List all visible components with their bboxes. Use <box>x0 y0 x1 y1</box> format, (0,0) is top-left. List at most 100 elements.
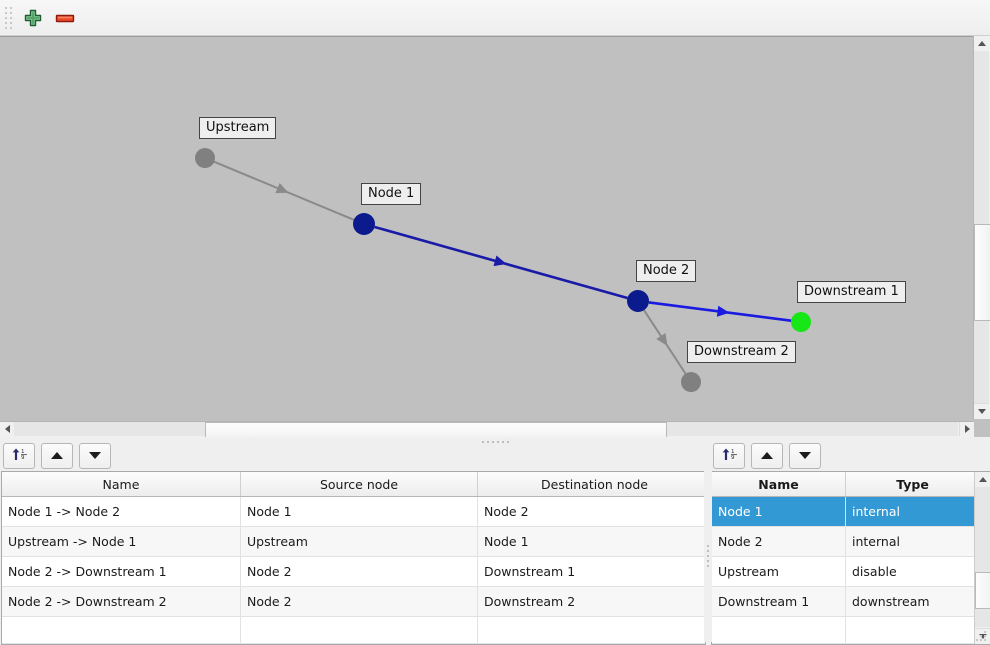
toolbar-drag-handle[interactable] <box>3 6 13 30</box>
table-cell[interactable]: Upstream -> Node 1 <box>2 526 241 557</box>
triangle-down-icon <box>977 409 986 414</box>
table-cell <box>477 616 705 644</box>
graph-node-label-node1[interactable]: Node 1 <box>361 183 422 205</box>
table-cell[interactable]: Node 1 <box>477 526 705 557</box>
triangle-right-icon <box>964 425 970 433</box>
plus-icon <box>23 8 43 28</box>
column-header[interactable]: Name <box>2 472 241 497</box>
scroll-down-arrow[interactable] <box>974 403 989 419</box>
triangle-up-icon <box>978 477 987 482</box>
horizontal-splitter[interactable] <box>0 437 990 447</box>
move-up-button[interactable] <box>41 443 73 469</box>
column-header[interactable]: Destination node <box>477 472 705 497</box>
graph-edge-arrowhead <box>716 305 730 317</box>
table-cell[interactable]: Node 2 <box>712 526 846 557</box>
table-cell[interactable]: internal <box>845 526 974 557</box>
graph-node-downstream2[interactable] <box>681 372 701 392</box>
nodes-table-vertical-scrollbar[interactable] <box>974 472 990 644</box>
triangle-down-icon <box>87 447 103 466</box>
scroll-up-arrow[interactable] <box>974 36 989 52</box>
triangle-down-icon <box>797 447 813 466</box>
graph-edge-arrowhead <box>275 183 289 194</box>
graph-node-node2[interactable] <box>627 290 649 312</box>
graph-node-downstream1[interactable] <box>791 312 811 332</box>
window-resize-grip[interactable] <box>976 631 988 643</box>
table-cell[interactable]: Node 1 -> Node 2 <box>2 496 241 527</box>
graph-node-upstream[interactable] <box>195 148 215 168</box>
scroll-thumb[interactable] <box>974 224 990 321</box>
graph-vertical-scrollbar[interactable] <box>973 36 990 419</box>
minus-icon <box>53 8 77 28</box>
table-cell[interactable]: Upstream <box>712 556 846 587</box>
move-down-button[interactable] <box>79 443 111 469</box>
table-row-empty <box>712 616 974 644</box>
table-cell <box>2 616 241 644</box>
move-up-button[interactable] <box>751 443 783 469</box>
triangle-up-icon <box>49 447 65 466</box>
table-cell[interactable]: Node 2 -> Downstream 2 <box>2 586 241 617</box>
table-cell[interactable]: internal <box>845 496 974 527</box>
table-cell[interactable]: Node 2 -> Downstream 1 <box>2 556 241 587</box>
table-cell[interactable]: Node 2 <box>240 586 478 617</box>
table-cell[interactable]: Node 1 <box>712 496 846 527</box>
table-cell[interactable]: Node 2 <box>477 496 705 527</box>
graph-horizontal-scrollbar[interactable] <box>0 421 974 438</box>
graph-node-label-upstream[interactable]: Upstream <box>199 117 277 139</box>
table-cell[interactable]: Downstream 1 <box>712 586 846 617</box>
table-cell[interactable]: Node 1 <box>240 496 478 527</box>
move-down-button[interactable] <box>789 443 821 469</box>
table-cell[interactable]: Upstream <box>240 526 478 557</box>
table-cell[interactable]: Node 2 <box>240 556 478 587</box>
column-header[interactable]: Name <box>712 472 846 497</box>
add-button[interactable] <box>17 3 49 33</box>
vertical-splitter[interactable] <box>704 470 712 642</box>
scroll-thumb[interactable] <box>975 572 990 609</box>
svg-text:9: 9 <box>731 455 735 461</box>
table-cell <box>240 616 478 644</box>
remove-button[interactable] <box>49 3 81 33</box>
main-toolbar <box>0 0 990 36</box>
table-cell[interactable]: Downstream 2 <box>477 586 705 617</box>
graph-node-label-downstream1[interactable]: Downstream 1 <box>797 281 906 303</box>
table-cell[interactable]: disable <box>845 556 974 587</box>
table-cell[interactable]: Downstream 1 <box>477 556 705 587</box>
column-header[interactable]: Type <box>845 472 974 497</box>
triangle-left-icon <box>4 425 10 433</box>
graph-node-node1[interactable] <box>353 213 375 235</box>
table-cell[interactable]: downstream <box>845 586 974 617</box>
triangle-up-icon <box>759 447 775 466</box>
scroll-thumb[interactable] <box>205 422 667 438</box>
table-cell <box>845 616 974 644</box>
scroll-up-arrow[interactable] <box>975 472 990 488</box>
scroll-down-arrow[interactable] <box>975 628 990 644</box>
graph-node-label-node2[interactable]: Node 2 <box>636 260 697 282</box>
svg-text:1: 1 <box>21 449 25 455</box>
scroll-right-arrow[interactable] <box>959 422 974 436</box>
scroll-left-arrow[interactable] <box>0 422 15 436</box>
column-header[interactable]: Source node <box>240 472 478 497</box>
svg-text:9: 9 <box>21 455 25 461</box>
graph-node-label-downstream2[interactable]: Downstream 2 <box>687 341 796 363</box>
